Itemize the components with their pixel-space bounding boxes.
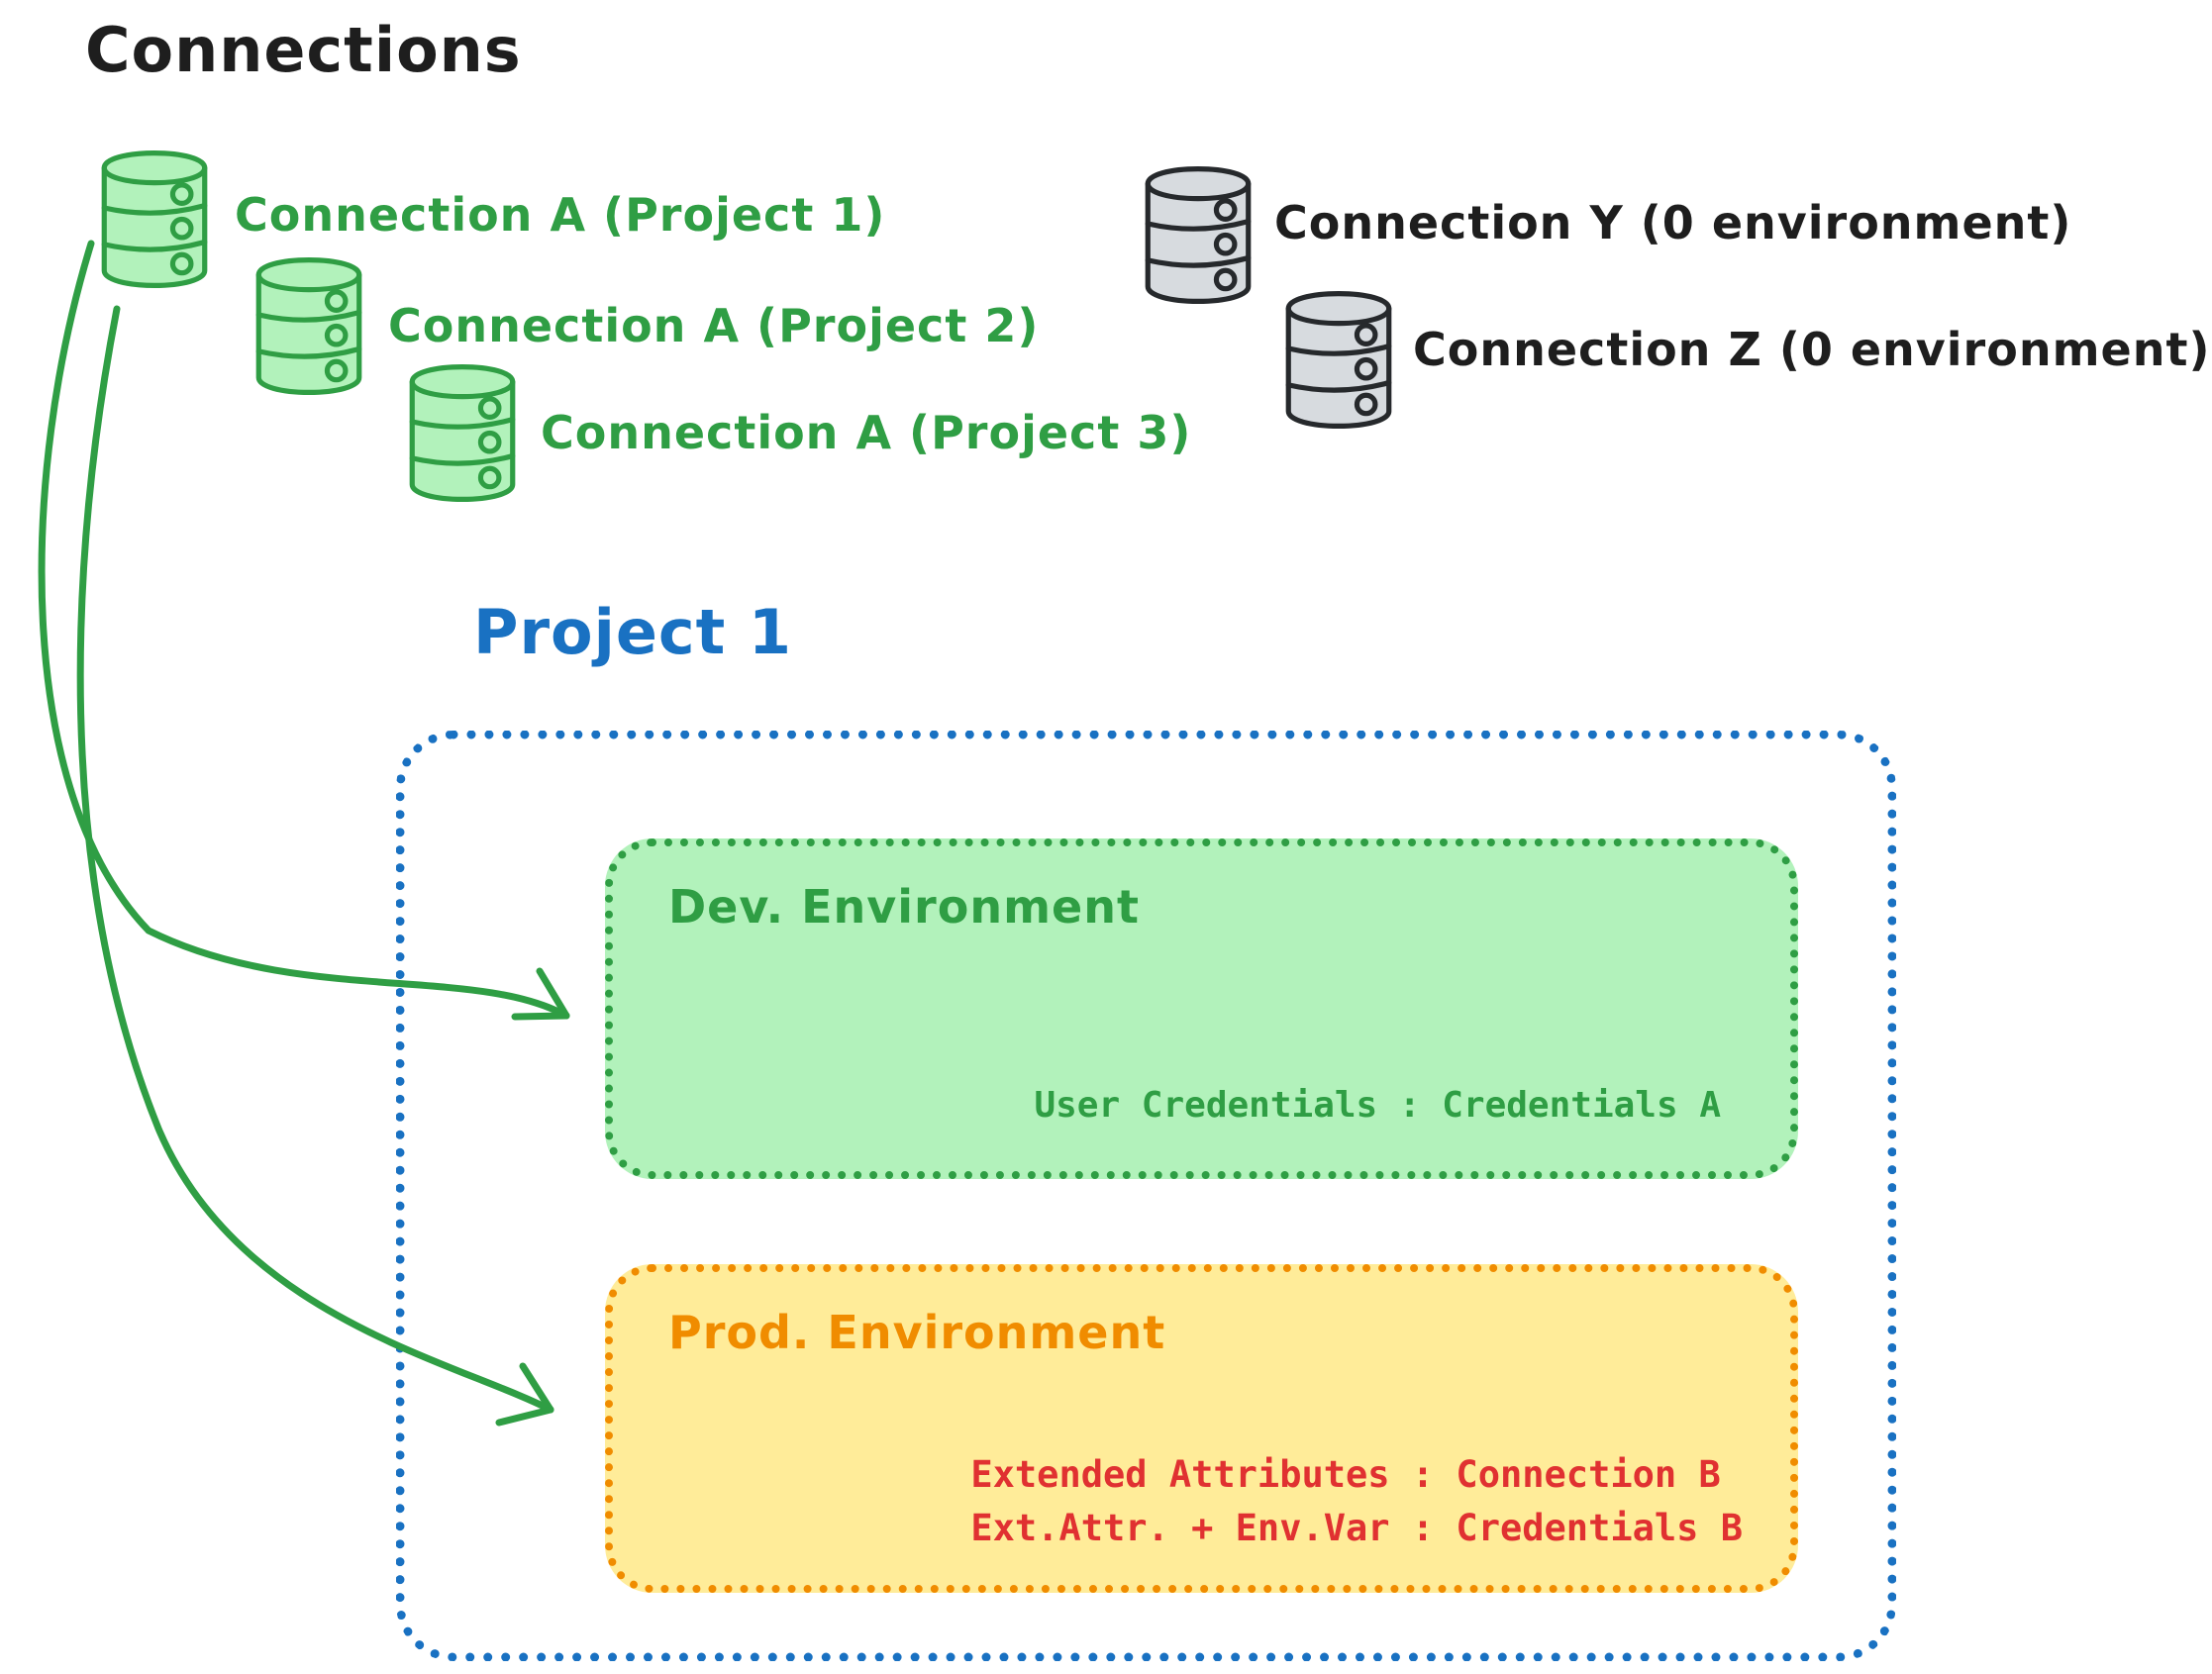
- database-icon: [1279, 289, 1398, 431]
- prod-environment-title: Prod. Environment: [668, 1306, 1166, 1359]
- diagram-title: Connections: [85, 14, 522, 86]
- dev-environment-box: Dev. Environment User Credentials : Cred…: [605, 838, 1798, 1179]
- prod-mapping-text: Extended Attributes : Connection B Ext.A…: [970, 1448, 1743, 1555]
- dev-environment-title: Dev. Environment: [668, 880, 1140, 934]
- prod-mapping-line-2: Ext.Attr. + Env.Var : Credentials B: [970, 1507, 1743, 1549]
- connection-y-label: Connection Y (0 environment): [1274, 196, 2072, 249]
- prod-environment-box: Prod. Environment Extended Attributes : …: [605, 1264, 1798, 1593]
- connection-a-project-1-label: Connection A (Project 1): [235, 188, 886, 242]
- database-icon: [403, 362, 522, 504]
- dev-credentials-text: User Credentials : Credentials A: [1034, 1085, 1721, 1126]
- connection-a-project-2-label: Connection A (Project 2): [388, 299, 1040, 352]
- project-boundary: Dev. Environment User Credentials : Cred…: [396, 731, 1896, 1661]
- project-title: Project 1: [473, 596, 793, 668]
- connection-a-project-3-label: Connection A (Project 3): [541, 406, 1192, 459]
- prod-mapping-line-1: Extended Attributes : Connection B: [970, 1453, 1721, 1496]
- database-icon: [1139, 164, 1257, 306]
- connection-z-label: Connection Z (0 environment): [1413, 323, 2211, 376]
- database-icon: [250, 255, 368, 397]
- database-icon: [95, 148, 214, 290]
